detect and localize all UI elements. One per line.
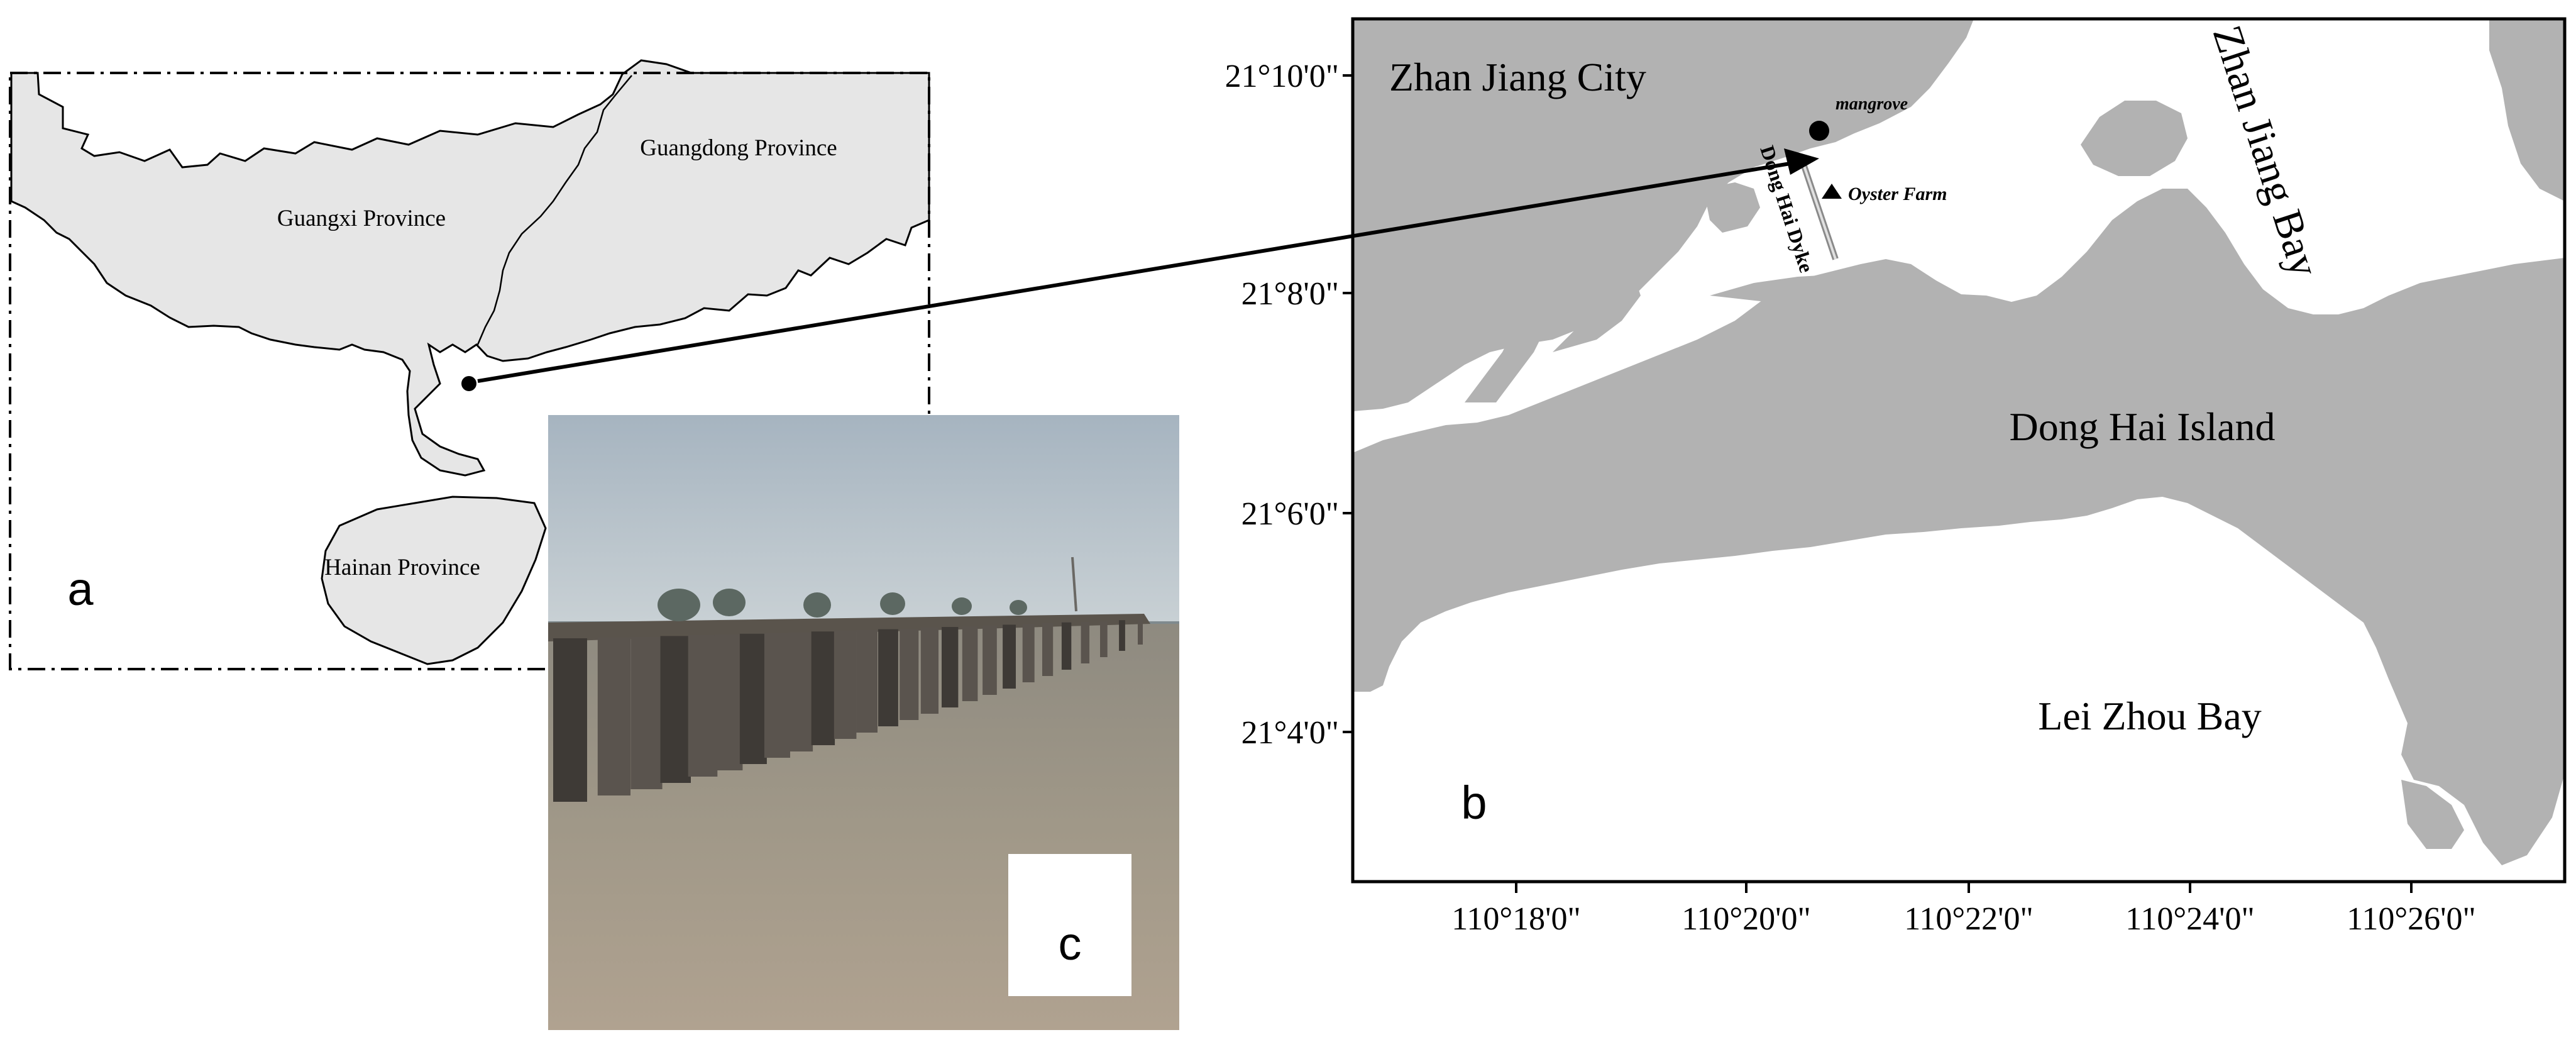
lon-label-4: 110°24'0" [2125, 901, 2254, 937]
panel-b-map: 21°10'0" 21°8'0" 21°6'0" 21°4'0" 110°18'… [1225, 17, 2567, 937]
study-site-dot-a [461, 376, 476, 391]
pier-posts [553, 619, 1143, 802]
pier-post [630, 636, 663, 789]
land-south-shoal [2401, 780, 2464, 849]
land-hainan [321, 496, 547, 665]
pier-post [714, 635, 743, 770]
pier-post [878, 629, 898, 726]
pier-post [788, 632, 813, 751]
lon-label-2: 110°20'0" [1682, 901, 1810, 937]
place-label-zhanjiang-city: Zhan Jiang City [1389, 55, 1646, 99]
pier-post [834, 631, 857, 739]
region-label-hainan: Hainan Province [324, 555, 480, 580]
panel-c-label-box [1008, 854, 1131, 996]
region-label-guangdong: Guangdong Province [640, 135, 837, 161]
pier-post [811, 631, 835, 745]
lat-label-2: 21°8'0" [1241, 276, 1339, 312]
land-east-shore [2489, 19, 2565, 201]
land-creek-islet-2 [1465, 314, 1546, 402]
land-zhanjiang-city [1353, 19, 1974, 411]
panel-a-map: Guangdong Province Guangxi Province Hain… [9, 59, 930, 670]
pier-post [1061, 622, 1072, 670]
pier-post [553, 638, 587, 802]
place-label-oyster-farm: Oyster Farm [1848, 184, 1947, 204]
pier-post [688, 635, 718, 777]
oyster-farm-marker [1822, 184, 1842, 199]
pier-post [920, 628, 938, 714]
pier-post [983, 625, 997, 695]
pier-foliage [658, 589, 1027, 621]
land-creek-islet-1 [1377, 296, 1471, 377]
panel-b-frame [1351, 17, 2567, 884]
pier-post [1138, 619, 1143, 645]
pier-post [962, 626, 978, 701]
pier-post [1081, 621, 1090, 663]
pier-post [942, 627, 959, 707]
land-creek-islet-3 [1553, 277, 1641, 352]
place-label-donghai-island: Dong Hai Island [2009, 404, 2275, 449]
pier-post [660, 636, 691, 783]
pier-post [1022, 624, 1035, 682]
lat-label-1: 21°10'0" [1225, 58, 1339, 94]
land-guangxi-guangdong [10, 59, 930, 477]
lat-label-3: 21°6'0" [1241, 496, 1339, 532]
land-mangrove-islet [1704, 182, 1760, 233]
lon-label-5: 110°26'0" [2347, 901, 2475, 937]
pier-post [1042, 623, 1054, 676]
land-donghai-island [1353, 189, 2565, 865]
pier-post [1003, 624, 1016, 689]
land-bay-islet [2081, 101, 2188, 176]
pier-post [856, 629, 878, 733]
donghai-dyke-edge [1802, 162, 1837, 260]
pier-post [739, 633, 767, 764]
pier-post [597, 637, 630, 795]
lon-label-3: 110°22'0" [1904, 901, 2033, 937]
panel-label-a: a [67, 563, 94, 615]
lat-label-4: 21°4'0" [1241, 715, 1339, 751]
mangrove-marker [1809, 121, 1829, 141]
photo-sky [548, 415, 1179, 621]
pier-post [1100, 621, 1108, 657]
region-label-guangxi: Guangxi Province [277, 206, 446, 231]
lon-label-1: 110°18'0" [1451, 901, 1580, 937]
pier-post [1119, 620, 1125, 651]
land-creek-islet-4 [1710, 274, 1892, 302]
pier-post [764, 633, 790, 758]
panel-label-b: b [1461, 777, 1487, 829]
province-border [476, 75, 632, 345]
lat-ticks [1343, 74, 1353, 733]
location-arrow [477, 148, 1819, 383]
place-label-leizhou-bay: Lei Zhou Bay [2038, 694, 2261, 738]
pier-beam [548, 614, 1150, 641]
pier-post [900, 628, 919, 720]
place-label-mangrove: mangrove [1836, 94, 1908, 114]
panel-a-frame [9, 72, 930, 670]
lon-ticks [1515, 882, 2413, 893]
pier-pole [1071, 557, 1077, 612]
